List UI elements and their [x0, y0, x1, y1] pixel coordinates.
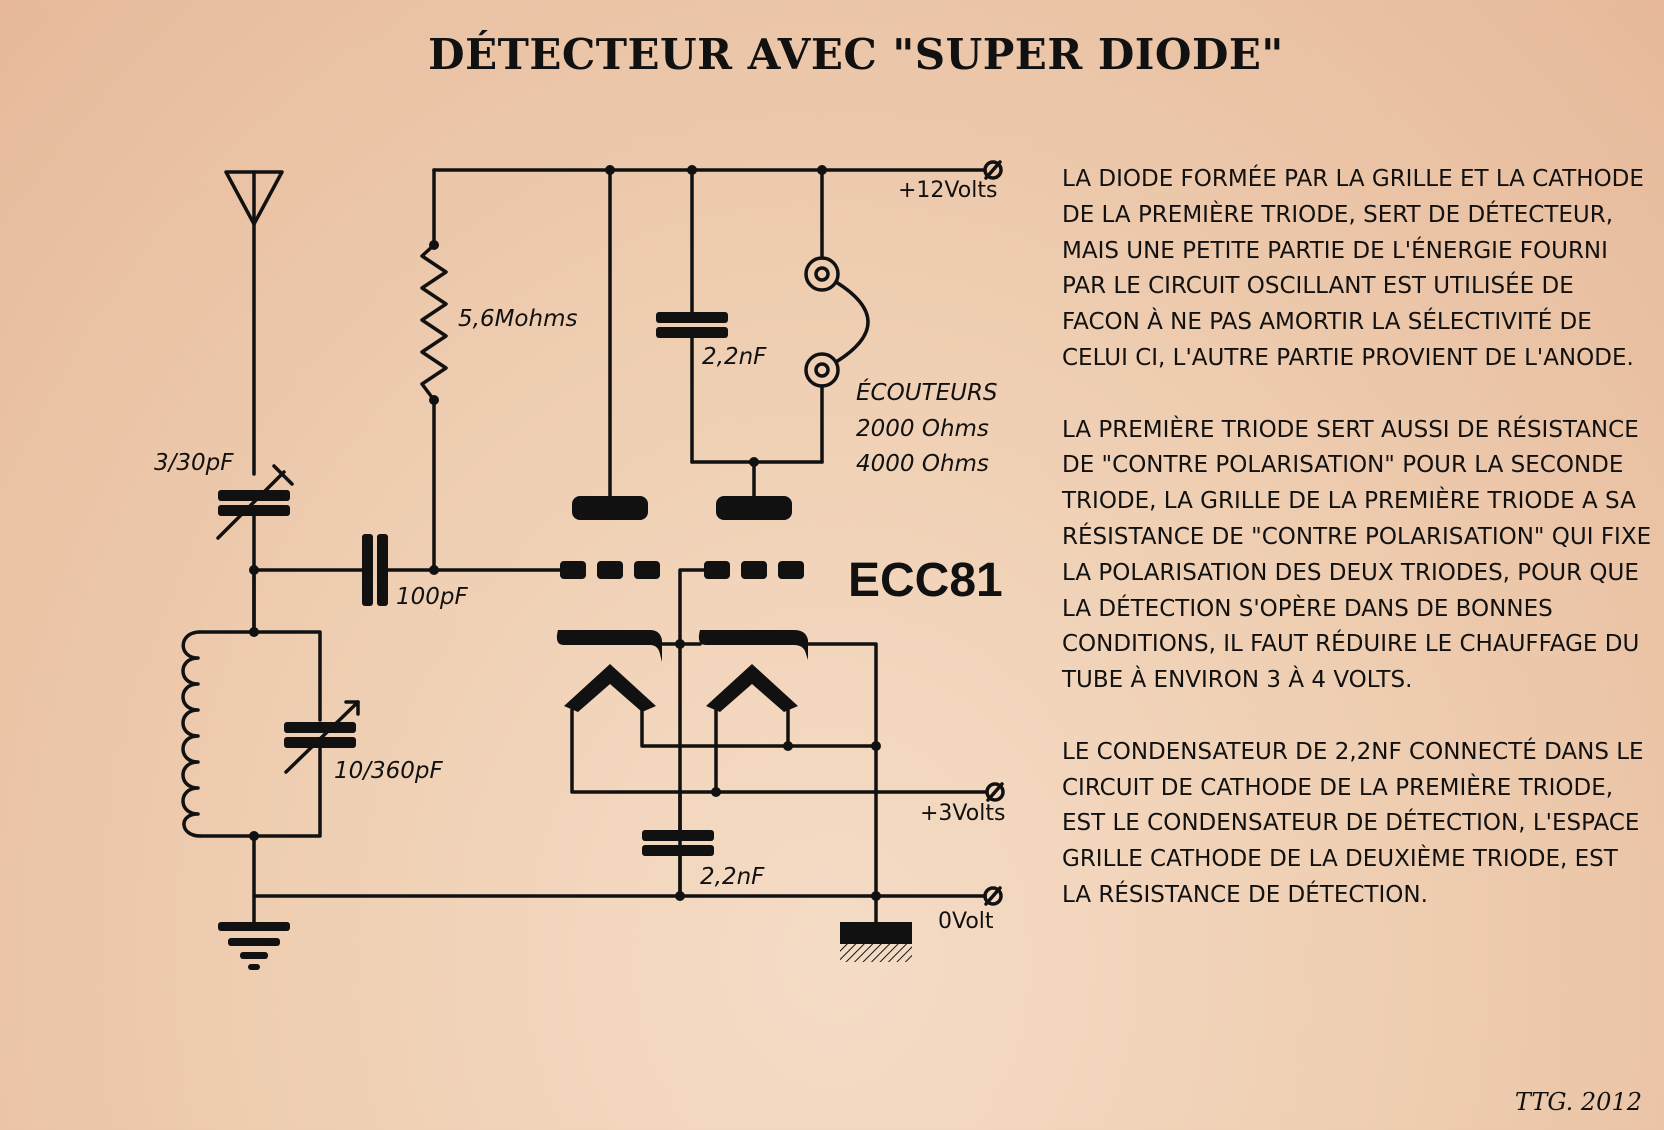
ground-icon	[218, 922, 290, 970]
explanation-paragraph-1: LA DIODE FORMÉE PAR LA GRILLE ET LA CATH…	[1062, 166, 1644, 371]
junction-node	[871, 741, 881, 751]
grid-2	[704, 561, 804, 579]
terminal-0v-icon	[983, 886, 1003, 906]
junction-node	[711, 787, 721, 797]
junction-node	[675, 891, 685, 901]
terminal-12v-icon	[983, 160, 1003, 180]
explanation-paragraph-3: LE CONDENSATEUR DE 2,2nF CONNECTÉ DANS L…	[1062, 738, 1644, 908]
headphones-impedance-1: 2000 Ohms	[856, 416, 989, 442]
terminal-3v-icon	[985, 782, 1005, 802]
explanation-text: LA DIODE FORMÉE PAR LA GRILLE ET LA CATH…	[1062, 162, 1652, 950]
wire	[198, 746, 322, 838]
author-signature: TTG. 2012	[1514, 1088, 1642, 1116]
circuit-schematic: 3/30pF 100pF +12Volts 5,6Mohms 2,2nF	[154, 160, 1005, 970]
resistor-label: 5,6Mohms	[458, 306, 577, 332]
cathode-cap-label: 2,2nF	[700, 864, 765, 890]
cathode-2	[698, 630, 808, 712]
plate-capacitor-2-2nf	[656, 312, 728, 338]
anode-plate-1	[572, 496, 648, 520]
wire	[678, 568, 706, 898]
grid-1	[560, 561, 660, 579]
terminal-0v-label: 0Volt	[938, 909, 994, 934]
explanation-paragraph-2: LA PREMIÈRE TRIODE SERT AUSSI DE RÉSISTA…	[1062, 416, 1652, 694]
tuning-capacitor-10-360pf	[284, 700, 360, 774]
terminal-12v-label: +12Volts	[898, 178, 997, 203]
terminal-3v-label: +3Volts	[920, 801, 1005, 826]
cathode-1	[556, 630, 662, 712]
junction-node	[429, 565, 439, 575]
heater-wire	[640, 708, 878, 748]
trimmer-label: 3/30pF	[154, 450, 234, 476]
headphones-label: ÉCOUTEURS	[856, 378, 998, 406]
anode-plate-2	[716, 496, 792, 520]
cathode-capacitor-2-2nf	[642, 830, 714, 856]
coupling-cap-label: 100pF	[396, 584, 468, 610]
trimmer-capacitor-3-30pf	[216, 464, 294, 540]
wire	[804, 642, 878, 898]
grid-resistor-5-6mohms	[420, 243, 448, 402]
tuning-cap-label: 10/360pF	[334, 758, 444, 784]
junction-node	[783, 741, 793, 751]
headphones-impedance-2: 4000 Ohms	[856, 451, 989, 477]
coil-inductor-icon	[181, 630, 202, 838]
headphones-icon	[804, 256, 870, 388]
chassis-ground-icon	[840, 922, 912, 962]
heater-wire	[570, 708, 989, 794]
diagram-title: DÉTECTEUR AVEC "SUPER DIODE"	[428, 30, 1284, 79]
antenna-icon	[224, 170, 284, 226]
tube-label: ECC81	[848, 554, 1003, 607]
plate-cap-label: 2,2nF	[702, 344, 767, 370]
coupling-capacitor-100pf	[362, 534, 388, 606]
wire	[198, 630, 322, 722]
